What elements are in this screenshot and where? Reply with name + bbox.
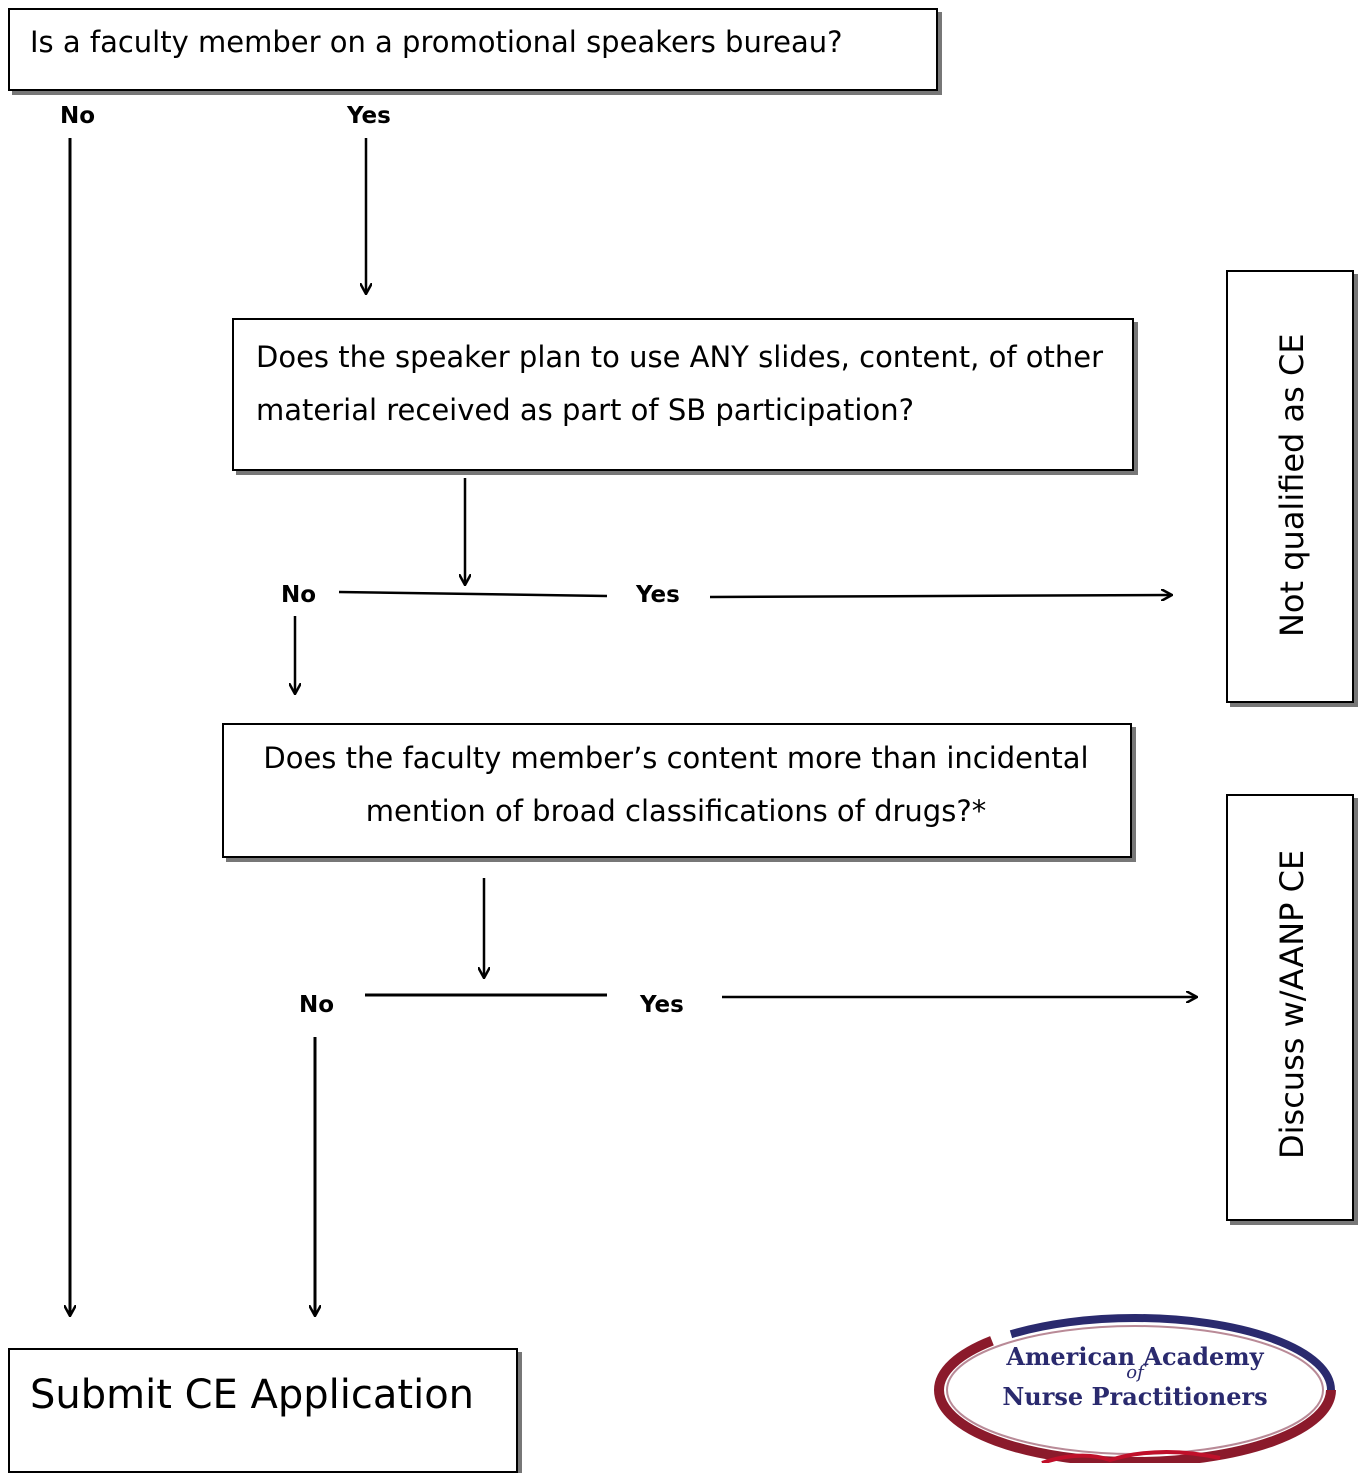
question-drug-classes: Does the faculty member’s content more t… <box>263 741 1089 828</box>
outcome-box-discuss: Discuss w/AANP CE <box>1226 794 1354 1221</box>
question-sb-materials: Does the speaker plan to use ANY slides,… <box>256 340 1104 427</box>
question-box-drug-classes: Does the faculty member’s content more t… <box>222 723 1132 858</box>
outcome-submit: Submit CE Application <box>30 1372 475 1418</box>
aanp-logo-line1: American Academy <box>1006 1342 1264 1371</box>
aanp-logo-ellipse <box>934 1313 1336 1463</box>
label-no-q3: No <box>299 992 335 1018</box>
question-speakers-bureau: Is a faculty member on a promotional spe… <box>30 25 843 59</box>
label-no-q1: No <box>60 103 96 129</box>
arrow-q2-yes-not-qualified <box>709 595 1172 597</box>
outcome-box-not-qualified: Not qualified as CE <box>1226 270 1354 703</box>
label-yes-q2: Yes <box>636 582 680 608</box>
aanp-logo-line3: Nurse Practitioners <box>1002 1382 1268 1411</box>
question-box-sb-materials: Does the speaker plan to use ANY slides,… <box>232 318 1134 471</box>
outcome-box-submit: Submit CE Application <box>8 1348 518 1473</box>
question-box-speakers-bureau: Is a faculty member on a promotional spe… <box>8 8 938 91</box>
aanp-logo-line2: of <box>1126 1362 1144 1383</box>
branch-line-q2-left <box>338 590 608 598</box>
label-yes-q3: Yes <box>640 992 684 1018</box>
label-no-q2: No <box>281 582 317 608</box>
label-yes-q1: Yes <box>347 103 391 129</box>
aanp-logo: American Academy of Nurse Practitioners <box>930 1300 1340 1463</box>
